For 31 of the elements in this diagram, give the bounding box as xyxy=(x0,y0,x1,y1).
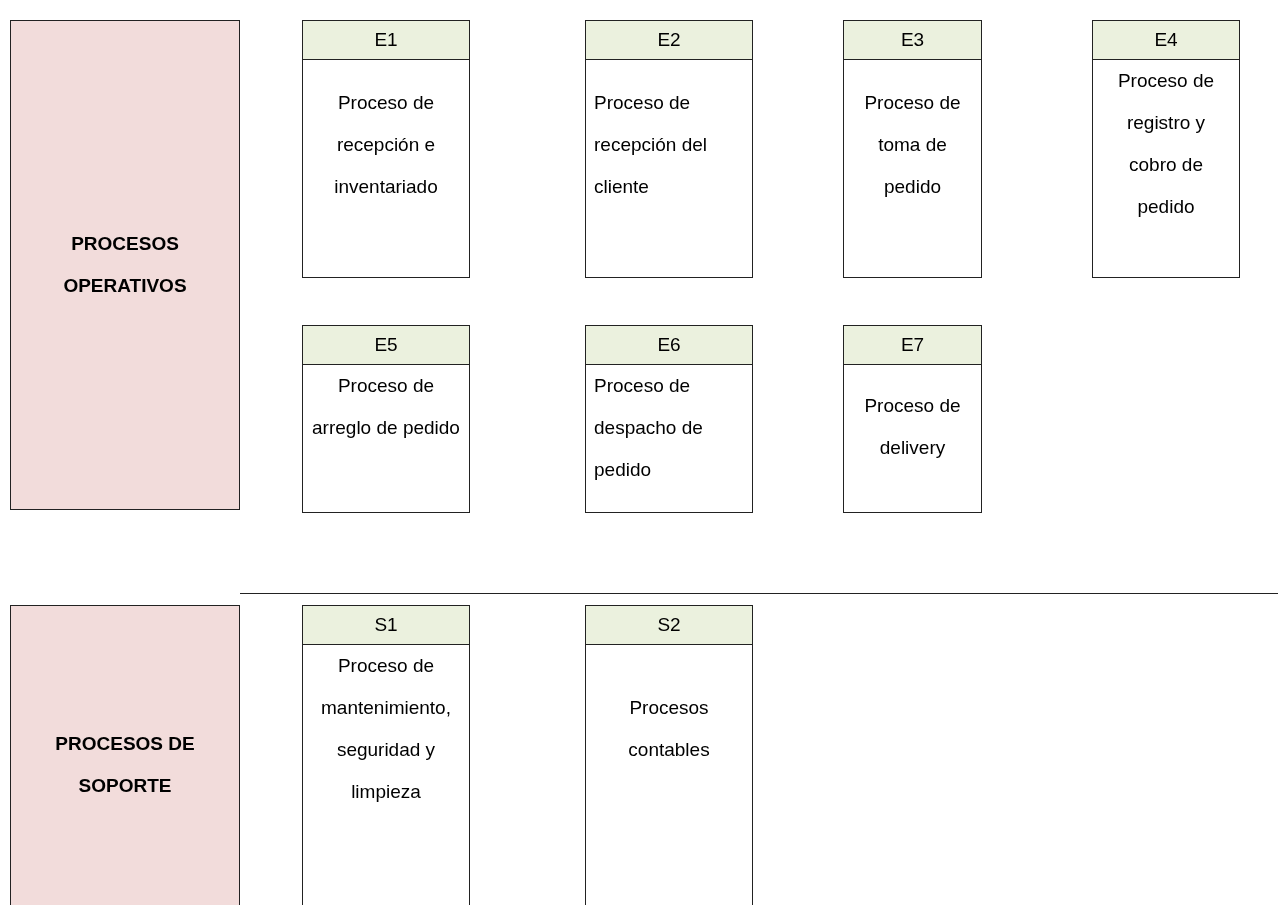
process-card xyxy=(585,325,753,513)
category-label: PROCESOS OPERATIVOS xyxy=(62,232,188,298)
process-code: E1 xyxy=(303,21,469,60)
process-description: Proceso de mantenimiento, seguridad y limpieza xyxy=(320,654,452,804)
category-box xyxy=(10,20,240,510)
category-box xyxy=(10,605,240,905)
process-code: E6 xyxy=(586,326,752,365)
process-code: S1 xyxy=(303,606,469,645)
process-card xyxy=(585,20,753,278)
process-description: Proceso de recepción del cliente xyxy=(593,91,709,199)
process-code: S2 xyxy=(586,606,752,645)
category-label: PROCESOS DE SOPORTE xyxy=(54,732,196,798)
process-card xyxy=(843,20,982,278)
process-code: E5 xyxy=(303,326,469,365)
process-description: Procesos contables xyxy=(627,696,711,762)
process-code: E7 xyxy=(844,326,981,365)
process-card xyxy=(1092,20,1240,278)
process-code: E2 xyxy=(586,21,752,60)
process-description: Proceso de despacho de pedido xyxy=(593,374,704,482)
process-card xyxy=(585,605,753,905)
process-description: Proceso de arreglo de pedido xyxy=(311,374,461,440)
process-description: Proceso de delivery xyxy=(863,394,962,460)
process-description: Proceso de toma de pedido xyxy=(863,91,962,199)
process-card xyxy=(302,20,470,278)
process-card xyxy=(302,325,470,513)
process-code: E3 xyxy=(844,21,981,60)
process-card xyxy=(302,605,470,905)
process-card xyxy=(843,325,982,513)
process-code: E4 xyxy=(1093,21,1239,60)
process-description: Proceso de recepción e inventariado xyxy=(333,91,439,199)
process-description: Proceso de registro y cobro de pedido xyxy=(1116,69,1216,219)
